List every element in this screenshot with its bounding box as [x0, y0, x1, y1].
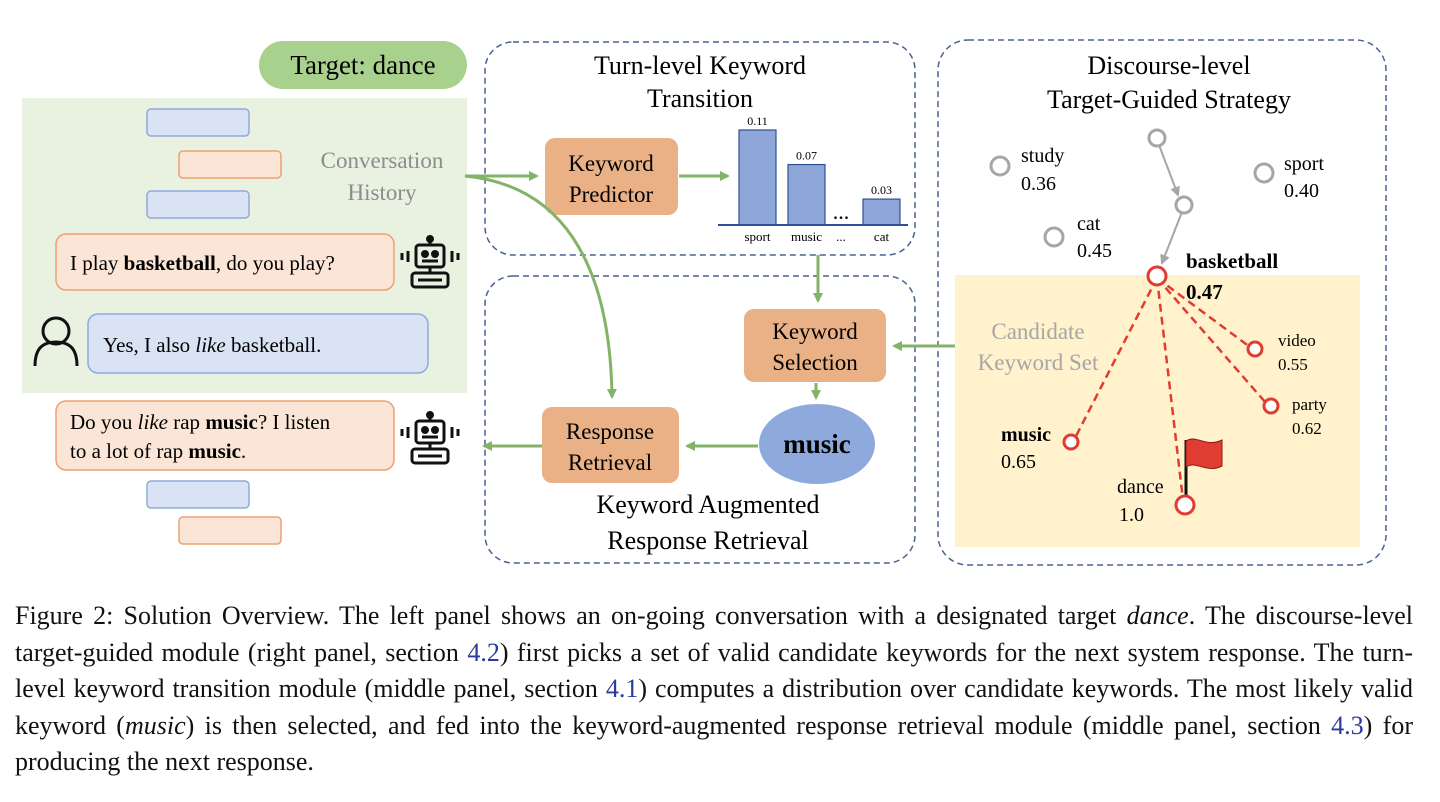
selected-keyword-ellipse — [759, 404, 875, 484]
keyword-selection-box — [744, 309, 886, 382]
keyword-distribution-chart: 0.11 sport 0.07 music...... 0.03 cat — [718, 114, 908, 244]
candidate-set-label: Candidate — [991, 319, 1084, 344]
response-retrieval-label: Response — [566, 419, 654, 444]
bar-sport — [738, 129, 777, 226]
section-link[interactable]: 4.3 — [1331, 710, 1364, 740]
keyword-predictor-label: Predictor — [569, 182, 654, 207]
keyword-score: 0.45 — [1077, 240, 1112, 262]
discourse-title: Target-Guided Strategy — [1047, 85, 1291, 114]
bar-music — [787, 163, 826, 226]
section-link[interactable]: 4.1 — [605, 674, 639, 703]
placeholder-bubble — [146, 190, 250, 219]
keyword-node-music — [1062, 433, 1080, 451]
candidate-links — [1073, 276, 1267, 501]
robot-icon — [400, 411, 460, 465]
placeholder-bubble — [146, 108, 250, 137]
bar-category-label: ... — [836, 229, 846, 244]
keyword-node-sport — [1253, 162, 1275, 184]
keyword-predictor-box — [545, 138, 678, 215]
section-link[interactable]: 4.2 — [467, 637, 500, 667]
response-retrieval-label: Retrieval — [568, 450, 652, 475]
bot-message-bubble — [55, 233, 395, 291]
candidate-set-label: Keyword Set — [978, 350, 1099, 375]
user-message-text: Yes, I also like basketball. — [103, 333, 321, 357]
selected-keyword: music — [783, 429, 851, 459]
turn-level-title: Transition — [647, 84, 753, 113]
target-flag-icon — [1184, 438, 1223, 500]
path-arrow — [1160, 211, 1183, 265]
keyword-word: music — [1001, 424, 1051, 446]
bot-message-text: I play basketball, do you play? — [70, 251, 335, 275]
keyword-word: video — [1278, 331, 1316, 350]
keyword-word: cat — [1077, 213, 1101, 235]
path-arrow — [1158, 144, 1180, 197]
target-pill — [259, 41, 467, 89]
placeholder-bubble — [146, 480, 250, 509]
keyword-score: 0.36 — [1021, 173, 1056, 195]
keyword-node-study — [989, 155, 1011, 177]
bar-value-label: 0.11 — [747, 114, 768, 128]
placeholder-bubble — [178, 150, 282, 179]
keyword-word: study — [1021, 145, 1064, 167]
keyword-word: dance — [1117, 476, 1164, 498]
discourse-title: Discourse-level — [1087, 51, 1250, 80]
path-node — [1147, 128, 1167, 148]
turn-level-panel — [484, 41, 916, 256]
keyword-predictor-label: Keyword — [568, 151, 654, 176]
keyword-node-basketball — [1146, 265, 1168, 287]
keyword-score: 0.40 — [1284, 180, 1319, 202]
bot-response-line: to a lot of rap music. — [70, 439, 246, 463]
keyword-score: 0.65 — [1001, 451, 1036, 473]
keyword-node-cat — [1043, 226, 1065, 248]
robot-icon — [400, 235, 460, 289]
history-label: Conversation — [321, 148, 444, 173]
bar-category-label: sport — [745, 229, 771, 244]
diagram: Target: dance Conversation History I pla… — [22, 39, 1387, 566]
keyword-selection-label: Keyword — [772, 319, 858, 344]
user-icon — [33, 316, 79, 367]
keyword-node-video — [1246, 340, 1264, 358]
candidate-keyword-area — [955, 275, 1360, 547]
turn-level-title: Turn-level Keyword — [594, 51, 806, 80]
keyword-node-party — [1262, 397, 1280, 415]
bot-response-bubble — [55, 400, 395, 471]
figure-caption: Figure 2: Solution Overview. The left pa… — [15, 601, 1413, 776]
bar-ellipsis: ... — [833, 199, 850, 224]
bar-category-label: music — [791, 229, 822, 244]
keyword-word: basketball — [1186, 249, 1278, 273]
flow-arrows — [464, 171, 955, 451]
keyword-score: 0.62 — [1292, 419, 1322, 438]
bot-response-line: Do you like rap music? I listen — [70, 410, 331, 434]
history-label: History — [348, 180, 418, 205]
discourse-level-panel — [937, 39, 1387, 566]
keyword-word: sport — [1284, 153, 1324, 175]
bar-cat — [862, 198, 901, 226]
path-node — [1174, 195, 1194, 215]
bar-value-label: 0.07 — [796, 149, 817, 163]
keyword-score: 0.47 — [1186, 280, 1223, 304]
response-retrieval-box — [542, 407, 679, 483]
placeholder-bubble — [178, 516, 282, 545]
bar-category-label: cat — [874, 229, 890, 244]
response-retrieval-panel — [484, 275, 916, 564]
keyword-node-dance — [1174, 494, 1196, 516]
target-label: Target: dance — [290, 50, 435, 80]
user-message-bubble — [87, 313, 429, 374]
keyword-score: 0.55 — [1278, 355, 1308, 374]
keyword-word: party — [1292, 395, 1327, 414]
retrieval-title: Keyword Augmented — [596, 490, 819, 519]
bar-value-label: 0.03 — [871, 183, 892, 197]
keyword-selection-label: Selection — [772, 350, 858, 375]
retrieval-title: Response Retrieval — [607, 526, 808, 555]
keyword-score: 1.0 — [1119, 504, 1144, 526]
